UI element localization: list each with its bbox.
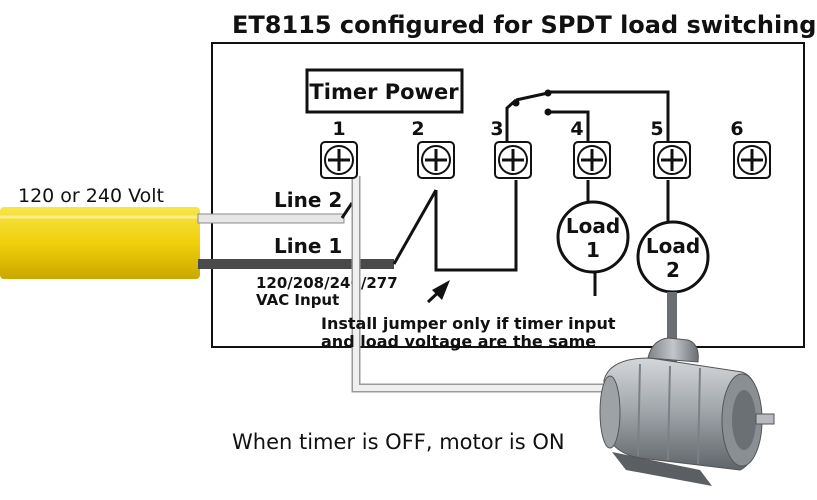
jumper-arrow (426, 280, 450, 304)
terminal-number-5: 5 (650, 118, 663, 140)
line2-label: Line 2 (274, 188, 342, 212)
timer-power-box (305, 68, 464, 114)
terminal-4 (573, 141, 611, 179)
terminal-6 (733, 141, 771, 179)
terminal-3 (494, 141, 532, 179)
load2-label-number: 2 (666, 258, 680, 282)
switch-common-contact (512, 99, 520, 107)
jumper-note-line2: and load voltage are the same (321, 332, 596, 351)
vac-input-voltages: 120/208/240/277 (256, 274, 398, 292)
line1-label: Line 1 (274, 234, 342, 258)
motor-feed-wire (667, 292, 677, 364)
yellow-cable (0, 207, 200, 279)
load1-label-number: 1 (586, 238, 600, 262)
jumper-note-line1: Install jumper only if timer input (321, 314, 616, 333)
electric-motor (599, 337, 775, 486)
motor-return-wire (353, 176, 604, 391)
terminal-number-1: 1 (332, 118, 345, 140)
timer-power-label: Timer Power (309, 80, 459, 104)
caption: When timer is OFF, motor is ON (232, 430, 565, 454)
terminal-number-4: 4 (570, 118, 583, 140)
timer-enclosure (211, 42, 805, 348)
switch-nc-contact (544, 89, 552, 97)
terminal-number-2: 2 (411, 118, 424, 140)
terminal-2 (417, 141, 455, 179)
load2-label-word: Load (646, 234, 700, 258)
diagram-title: ET8115 configured for SPDT load switchin… (232, 11, 816, 39)
line1-wire (198, 259, 394, 269)
switch-no-contact (544, 108, 552, 116)
load1-circle (556, 200, 630, 274)
terminal-number-3: 3 (490, 118, 503, 140)
line2-wire (197, 213, 345, 224)
terminal-5 (653, 141, 691, 179)
vac-input-label: VAC Input (256, 291, 339, 309)
spdt-switch (505, 90, 670, 144)
load1-label-word: Load (566, 214, 620, 238)
terminal-number-6: 6 (730, 118, 743, 140)
jumper-wire (434, 180, 518, 272)
cable-voltage-label: 120 or 240 Volt (18, 185, 164, 207)
terminal-1 (320, 141, 358, 179)
